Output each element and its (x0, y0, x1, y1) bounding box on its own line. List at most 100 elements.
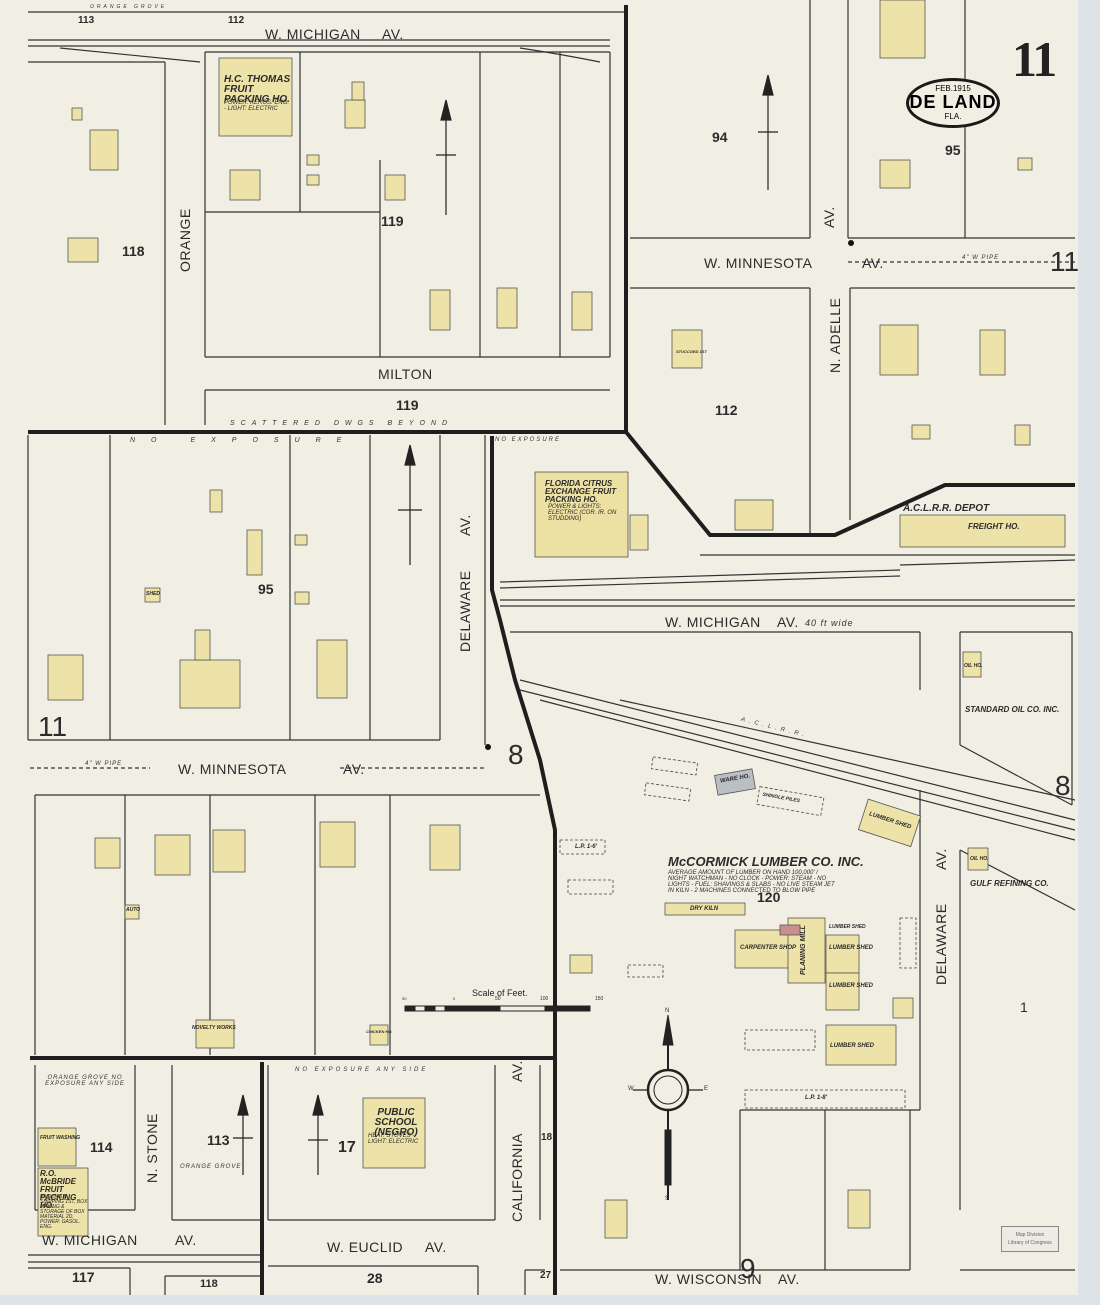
street-california-suffix: AV. (509, 1060, 525, 1082)
annotation-scattered-dwgs: SCATTERED DWGS BEYOND (230, 420, 454, 427)
business-mcbride-notes: PACKING & SHIPPING 1ST, BOX MAKING & STO… (40, 1194, 88, 1230)
adjacent-sheet-ref[interactable]: 8 (508, 739, 524, 770)
business-gulf-refining: GULF REFINING CO. (970, 879, 1049, 888)
block-number: 27 (540, 1270, 552, 1281)
business-hc-thomas: H.C. THOMAS FRUIT PACKING HO. (224, 74, 291, 105)
street-w-michigan-mid: W. MICHIGAN (665, 614, 761, 630)
street-california: CALIFORNIA (509, 1132, 525, 1222)
street-w-michigan-top: W. MICHIGAN (265, 26, 361, 42)
block-number: 95 (945, 142, 961, 158)
scale-bar (404, 1005, 591, 1012)
building-auto: AUTO (126, 907, 141, 913)
street-w-michigan-bottom-suffix: AV. (175, 1232, 197, 1248)
street-n-stone: N. STONE (144, 1113, 160, 1183)
scale-title: Scale of Feet. (472, 988, 528, 998)
business-public-school: PUBLIC SCHOOL (NEGRO) (374, 1107, 418, 1138)
business-mccormick-notes: AVERAGE AMOUNT OF LUMBER ON HAND 100,000… (668, 870, 835, 894)
block-number: 117 (72, 1269, 95, 1285)
street-w-michigan-top-suffix: AV. (382, 26, 404, 42)
map-sheet: FEB.1915 DE LAND FLA. 11 W. MICHIGAN AV.… (0, 0, 1080, 1295)
map-date: FEB.1915 (935, 84, 971, 93)
block-number: 118 (122, 243, 145, 259)
block-number: 119 (396, 397, 419, 413)
business-standard-oil: STANDARD OIL CO. INC. (965, 705, 1060, 714)
stamp-line1: Map Division (1015, 1232, 1045, 1238)
map-city: DE LAND (909, 92, 997, 112)
annotation-no-exposure-any-side: NO EXPOSURE ANY SIDE (295, 1067, 429, 1073)
building-shed: SHED (146, 591, 160, 597)
annotation-no-exposure: NO EXPOSURE (130, 437, 358, 444)
block-number: 17 (338, 1139, 356, 1156)
map-title-cartouche: FEB.1915 DE LAND FLA. (906, 78, 1000, 128)
street-delaware-left-suffix: AV. (457, 514, 473, 536)
annotation-water-pipe: 4" W PIPE (85, 761, 123, 767)
street-w-euclid-suffix: AV. (425, 1239, 447, 1255)
business-florida-citrus-notes: POWER & LIGHTS: ELECTRIC (COR. IR. ON ST… (548, 504, 617, 522)
block-number: 113 (207, 1132, 230, 1148)
building-oil-house: OIL HO. (964, 663, 983, 669)
scale-tick: 100 (540, 996, 549, 1002)
building-fruit-washing: FRUIT WASHING (40, 1135, 80, 1141)
compass-rose-icon (633, 1014, 703, 1200)
scale-tick: 50 (495, 996, 501, 1002)
annotation-orange-grove-no-exposure: ORANGE GROVE NO EXPOSURE ANY SIDE (45, 1075, 125, 1087)
compass-south-label: S (665, 1196, 670, 1202)
street-w-michigan-bottom: W. MICHIGAN (42, 1232, 138, 1248)
block-number: 114 (90, 1139, 113, 1155)
street-delaware-left: DELAWARE (457, 570, 473, 652)
building-planing-mill: PLANING MILL (800, 925, 807, 975)
adjacent-sheet-ref[interactable]: 8 (1055, 770, 1071, 801)
annotation-water-pipe: 4" W PIPE (962, 255, 1000, 261)
adjacent-sheet-ref[interactable]: 11 (1050, 246, 1080, 277)
block-number: 112 (715, 402, 738, 418)
building-oil-house: OIL HO. (970, 856, 989, 862)
street-w-michigan-mid-suffix: AV. (777, 614, 799, 630)
compass-north-label: N (665, 1008, 670, 1014)
adjacent-sheet-ref[interactable]: 9 (740, 1253, 756, 1284)
street-orange: ORANGE (177, 208, 193, 272)
street-w-minnesota-mid: W. MINNESOTA (178, 761, 287, 777)
stamp-line2: Library of Congress (1008, 1240, 1052, 1246)
street-delaware-right: DELAWARE (933, 903, 949, 985)
building-carpenter-shop: CARPENTER SHOP (740, 945, 797, 951)
scale-tick: 50 (402, 996, 407, 1001)
street-delaware-right-suffix: AV. (933, 848, 949, 870)
block-number: 94 (712, 129, 728, 145)
street-w-minnesota-top: W. MINNESOTA (704, 255, 813, 271)
sheet-number: 11 (1012, 31, 1057, 87)
annotation-orange-grove: ORANGE GROVE (90, 4, 168, 10)
building-lumber-shed: LUMBER SHED (829, 924, 866, 930)
adjacent-sheet-ref[interactable]: 11 (38, 711, 68, 742)
building-lumber-pile: L.P. 1-6' (575, 844, 597, 850)
sanborn-map-drawing (27, 0, 1076, 1295)
business-public-school-notes: HEAT: STOVES - LIGHT: ELECTRIC (368, 1133, 419, 1145)
building-dry-kiln: DRY KILN (690, 906, 719, 912)
adjacent-sheet-ref[interactable]: 1 (1020, 999, 1028, 1015)
street-milton: MILTON (378, 366, 433, 382)
street-w-wisconsin: W. WISCONSIN (655, 1271, 763, 1287)
building-chicken-house: CHICKEN HO. (366, 1029, 393, 1034)
business-hc-thomas-notes: POWER: KEROS. ENG. - LIGHT: ELECTRIC (224, 100, 290, 112)
compass-west-label: W (628, 1086, 634, 1092)
block-number: 112 (228, 15, 245, 26)
compass-east-label: E (704, 1086, 709, 1092)
street-w-minnesota-top-suffix: AV. (862, 255, 884, 271)
street-w-euclid: W. EUCLID (327, 1239, 404, 1255)
street-n-adelle: N. ADELLE (827, 297, 843, 373)
annotation-orange-grove: ORANGE GROVE (180, 1164, 242, 1170)
building-lumber-pile: L.P. 1-8' (805, 1095, 827, 1101)
street-n-adelle-suffix: AV. (821, 206, 837, 228)
scale-tick: 0 (453, 996, 456, 1001)
business-freight-house: FREIGHT HO. (968, 522, 1020, 531)
street-w-michigan-width: 40 ft wide (805, 618, 854, 628)
business-mcbride-packing: R.O. McBRIDE FRUIT PACKING HO. (40, 1169, 77, 1210)
building-lumber-shed: LUMBER SHED (829, 945, 874, 951)
business-acl-depot: A.C.L.R.R. DEPOT (903, 503, 990, 514)
annotation-no-exposure: NO EXPOSURE (495, 437, 562, 443)
block-number: 95 (258, 581, 274, 597)
scale-tick: 150 (595, 996, 604, 1002)
building-lumber-shed: LUMBER SHED (830, 1043, 875, 1049)
block-number: 113 (78, 15, 95, 26)
block-number: 118 (200, 1278, 218, 1290)
building-novelty-works: NOVELTY WORKS (192, 1025, 236, 1031)
